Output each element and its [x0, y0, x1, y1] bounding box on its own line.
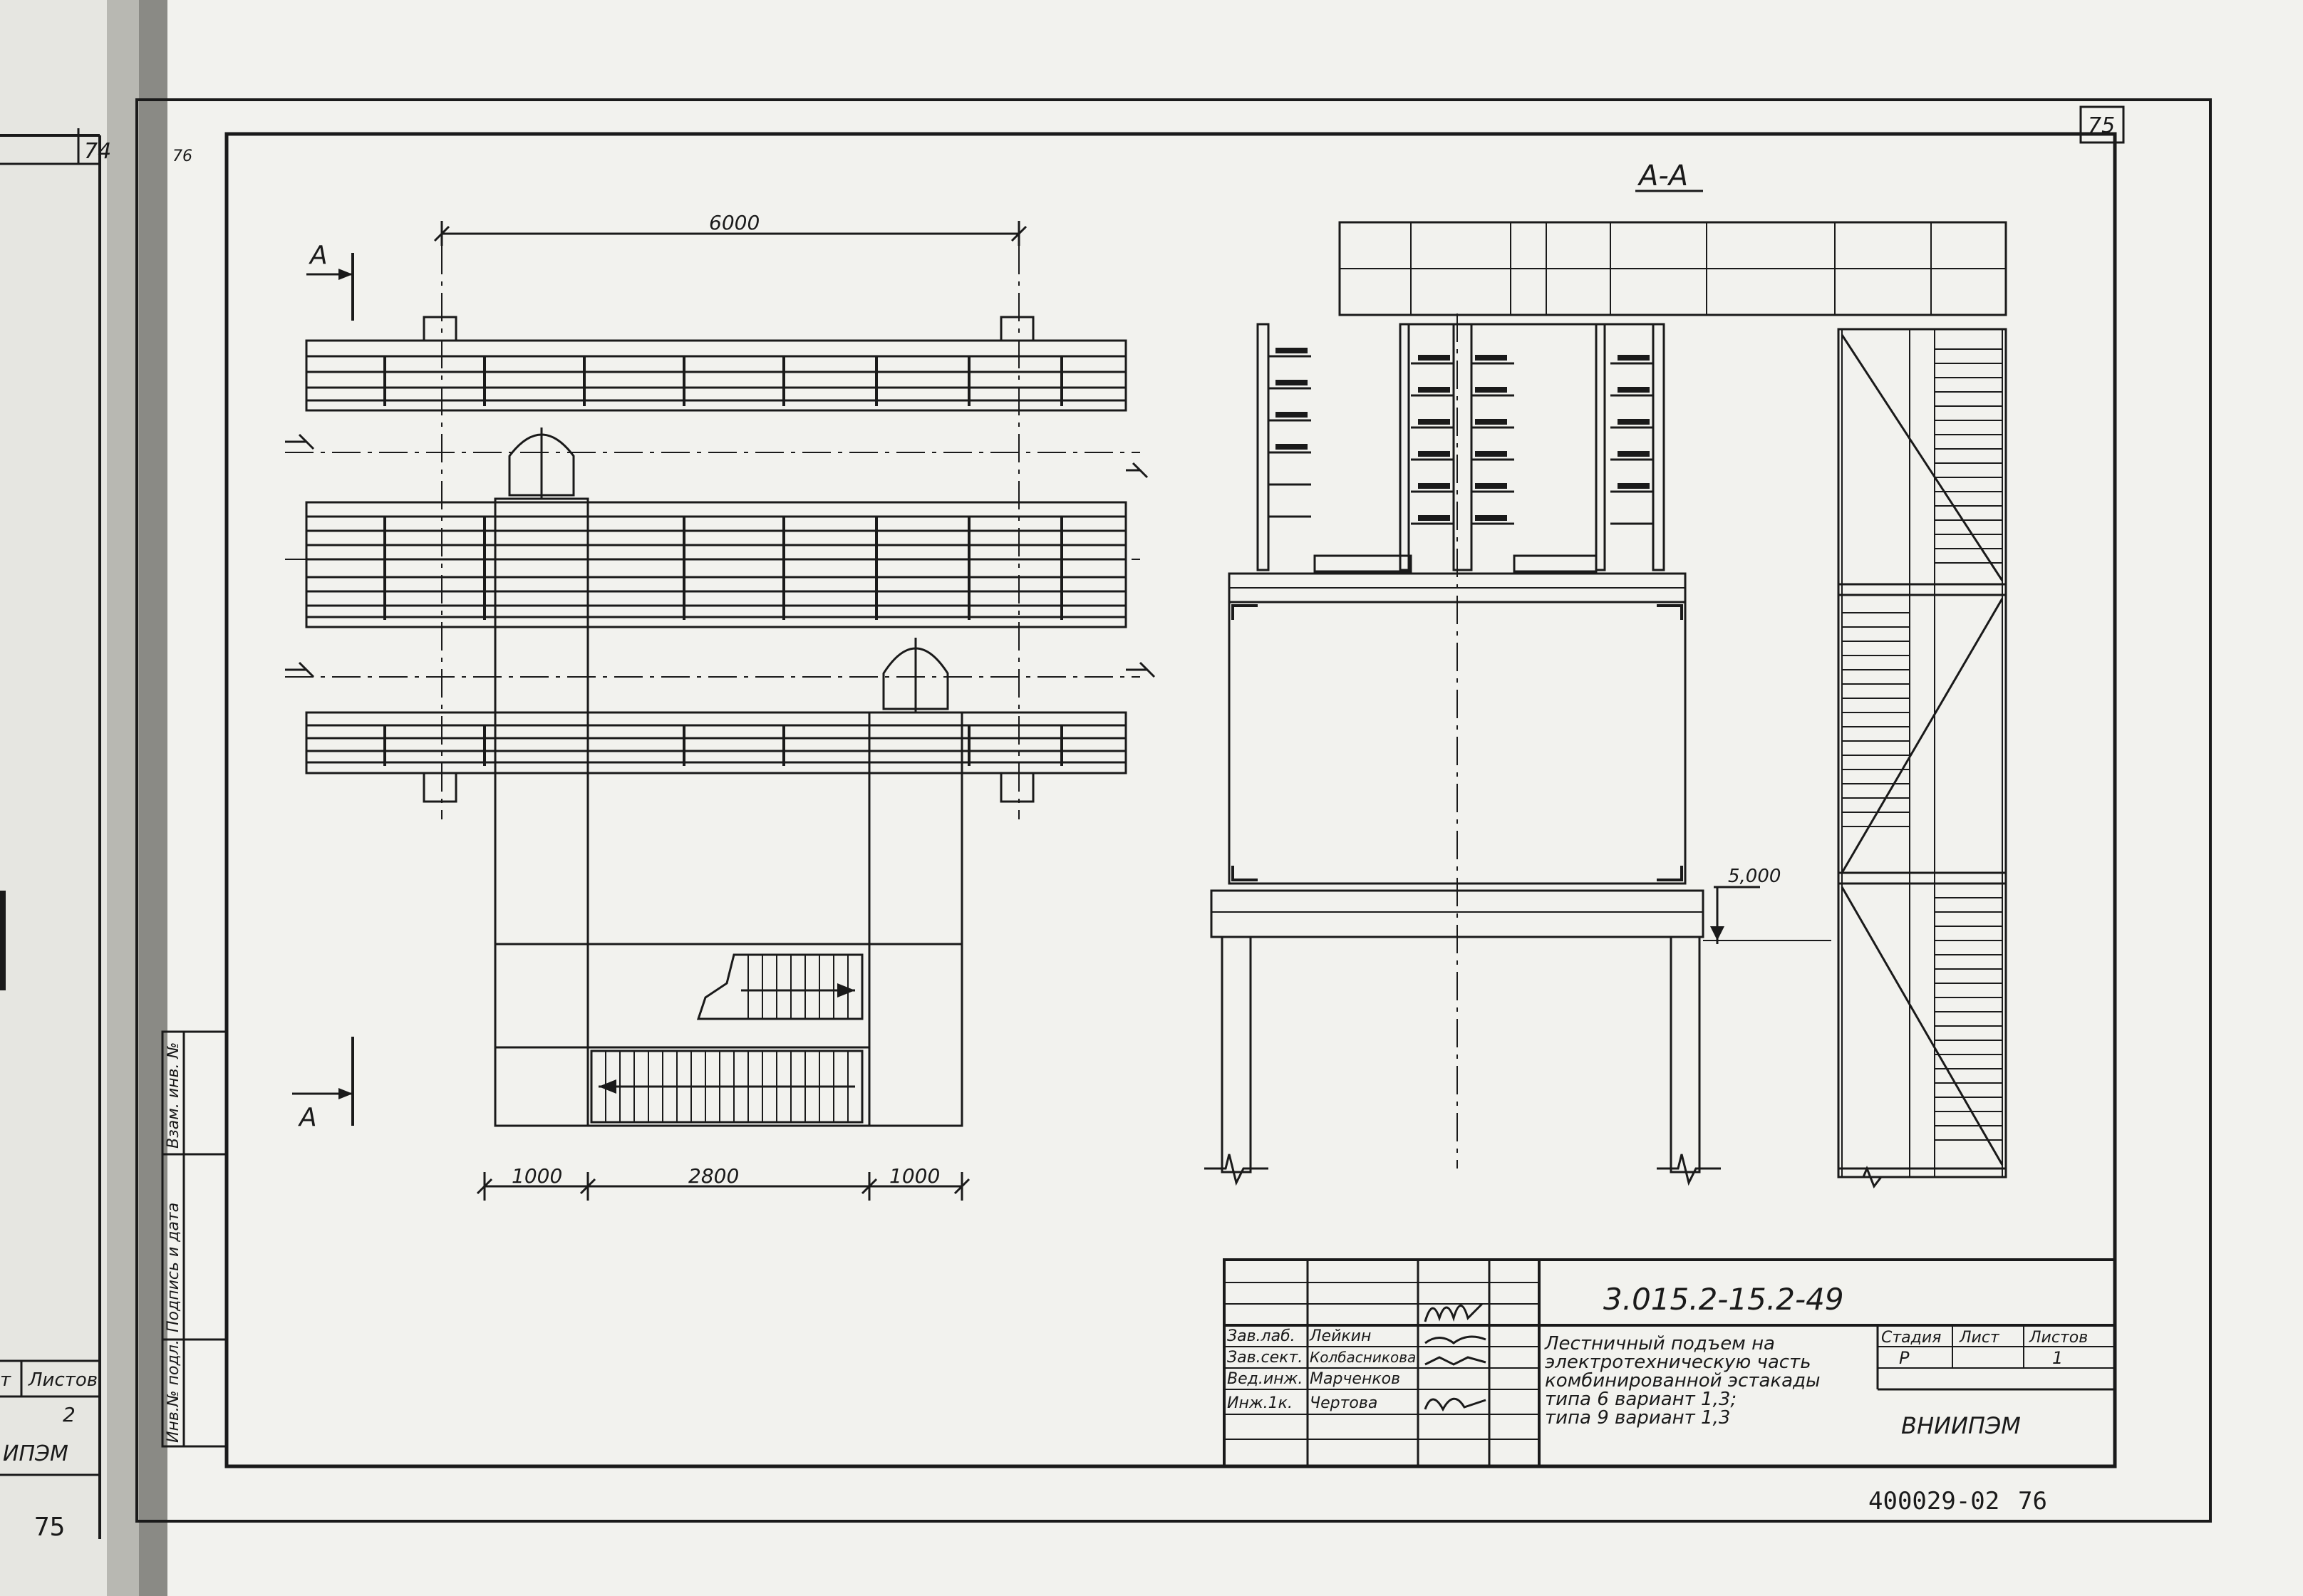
- description-line-4: типа 6 вариант 1,3;: [1545, 1389, 1737, 1410]
- stage-label: Стадия: [1881, 1329, 1941, 1347]
- left-org-fragment: ИПЭМ: [3, 1441, 68, 1466]
- elevation-mark: 5,000: [1728, 866, 1781, 887]
- prev-bottom-number: 75: [34, 1513, 65, 1542]
- document-code: 3.015.2-15.2-49: [1603, 1282, 1844, 1317]
- organization: ВНИИПЭМ: [1901, 1412, 2021, 1439]
- section-mark-top: А: [309, 241, 328, 270]
- stamp-signature-date: Подпись и дата: [165, 1203, 182, 1332]
- dimension-6000: 6000: [709, 211, 760, 234]
- stamp-replacement-inv: Взам. инв. №: [165, 1042, 182, 1149]
- role-row-2: Зав.сект.: [1227, 1349, 1303, 1367]
- title-block: [1223, 1258, 2116, 1468]
- outer-frame: [135, 98, 2212, 1523]
- prev-sheet-number: 74: [84, 139, 111, 164]
- archive-page: 76: [2018, 1487, 2047, 1515]
- name-row-2: Колбасникова: [1310, 1349, 1416, 1366]
- section-title: А-А: [1637, 160, 1688, 192]
- sheet-number: 75: [2088, 113, 2115, 138]
- left-listov-label: Листов: [28, 1369, 98, 1391]
- role-row-1: Зав.лаб.: [1227, 1327, 1295, 1345]
- role-row-3: Вед.инж.: [1227, 1370, 1303, 1388]
- name-row-1: Лейкин: [1309, 1327, 1371, 1345]
- dimension-1000-right: 1000: [889, 1164, 940, 1188]
- role-row-4: Инж.1к.: [1227, 1394, 1293, 1412]
- sheets-label: Листов: [2029, 1329, 2088, 1347]
- description-line-2: электротехническую часть: [1545, 1352, 1811, 1373]
- previous-sheet-fragment: [0, 128, 101, 1539]
- description-line-5: типа 9 вариант 1,3: [1545, 1407, 1730, 1429]
- faint-page-number: 76: [172, 147, 192, 165]
- inner-frame: [224, 132, 2117, 1468]
- stamp-inv-number: Инв.№ подл.: [165, 1340, 182, 1443]
- dimension-2800: 2800: [688, 1164, 739, 1188]
- side-stamp: [161, 1030, 228, 1448]
- section-mark-bottom: А: [298, 1103, 317, 1132]
- description-line-3: комбинированной эстакады: [1545, 1370, 1821, 1392]
- name-row-4: Чертова: [1310, 1394, 1377, 1412]
- description-line-1: Лестничный подъем на: [1544, 1333, 1775, 1354]
- sheet-value: 1: [2052, 1348, 2063, 1368]
- dimension-1000-left: 1000: [512, 1164, 562, 1188]
- left-t-label: т: [0, 1369, 11, 1391]
- stage-value: Р: [1899, 1348, 1910, 1368]
- plan-view: [285, 221, 1156, 1201]
- sheet-label: Лист: [1959, 1329, 2000, 1347]
- section-view: [1204, 190, 2007, 1189]
- left-listov-value: 2: [63, 1403, 76, 1426]
- name-row-3: Марченков: [1310, 1370, 1400, 1388]
- archive-number: 400029-02: [1868, 1487, 1999, 1515]
